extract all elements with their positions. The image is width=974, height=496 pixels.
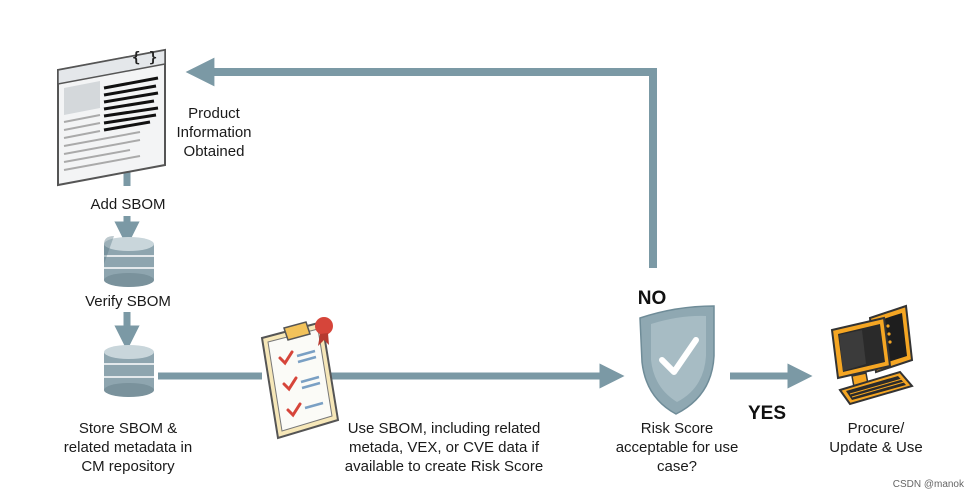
watermark: CSDN @manok xyxy=(892,479,964,490)
shield-check-icon xyxy=(639,305,715,415)
add-sbom-label: Add SBOM xyxy=(90,196,166,213)
decision-no-label: NO xyxy=(637,288,667,309)
feedback-arrow-up xyxy=(185,57,657,268)
database-icon xyxy=(104,345,154,397)
computer-workstation-icon xyxy=(830,304,914,406)
store-sbom-label: Store SBOM & related metadata in CM repo… xyxy=(63,420,193,475)
database-icon xyxy=(104,236,154,287)
risk-score-label: Risk Score acceptable for use case? xyxy=(615,420,739,475)
use-sbom-label: Use SBOM, including related metada, VEX,… xyxy=(344,420,544,475)
verify-sbom-label: Verify SBOM xyxy=(85,293,171,310)
product-info-label: Product Information Obtained xyxy=(176,105,252,160)
code-document-icon: { } xyxy=(57,48,166,187)
decision-yes-label: YES xyxy=(747,403,787,424)
procure-label: Procure/ Update & Use xyxy=(829,420,923,456)
clipboard-checklist-icon xyxy=(260,317,340,440)
svg-text:{ }: { } xyxy=(132,50,157,66)
